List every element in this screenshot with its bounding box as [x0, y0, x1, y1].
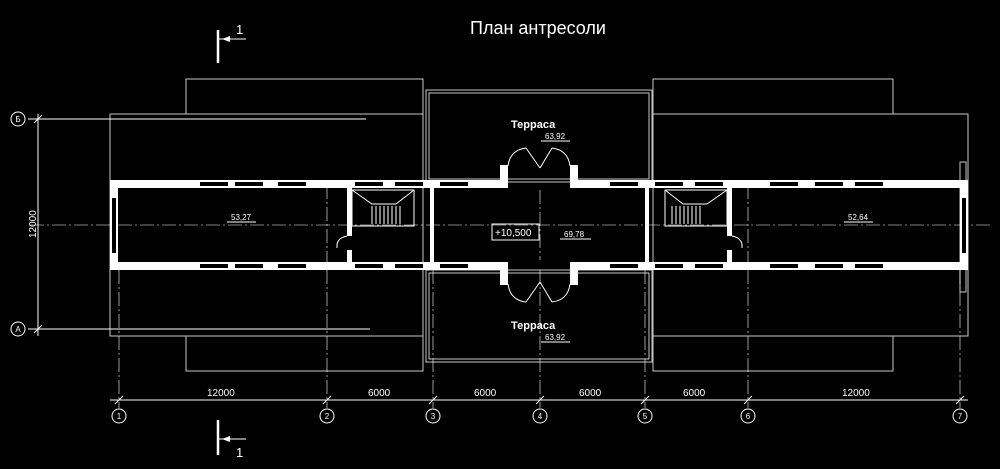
section-mark-top-label: 1 — [236, 22, 243, 37]
terrace-top-area: 63,92 — [545, 132, 566, 141]
level-mark-value: +10,500 — [495, 228, 532, 239]
axis-label-2: 2 — [325, 412, 330, 421]
stair-left — [351, 189, 415, 227]
axis-label-7: 7 — [958, 412, 963, 421]
area-center-hall: 69,78 — [564, 230, 585, 239]
span-5-6: 6000 — [683, 388, 706, 399]
span-6-7: 12000 — [842, 388, 870, 399]
doors — [336, 147, 743, 303]
section-mark-top: 1 — [216, 22, 246, 63]
windows — [112, 182, 966, 268]
stair-right — [664, 189, 728, 227]
dimension-chain: 12000 6000 6000 6000 6000 12000 — [110, 388, 968, 405]
section-mark-bottom: 1 — [216, 420, 246, 460]
axis-label-a: А — [15, 325, 21, 334]
vertical-axes: 1 2 3 4 5 6 7 — [111, 185, 968, 424]
axis-label-1: 1 — [117, 412, 122, 421]
terrace-top-label: Терраса — [511, 119, 556, 131]
terrace-bottom-area: 63,92 — [545, 333, 566, 342]
area-right-hall: 52,64 — [848, 213, 869, 222]
section-mark-bottom-label: 1 — [236, 445, 243, 460]
span-4-5: 6000 — [579, 388, 602, 399]
axis-label-6: 6 — [746, 412, 751, 421]
horizontal-axes: Б А 12000 — [10, 111, 990, 337]
level-mark: +10,500 — [491, 223, 540, 241]
axis-label-b: Б — [15, 115, 20, 124]
axis-marker-b — [10, 111, 26, 127]
axis-marker-a — [10, 321, 26, 337]
area-left-hall: 53,27 — [231, 213, 252, 222]
axis-label-3: 3 — [431, 412, 436, 421]
axis-label-5: 5 — [643, 412, 648, 421]
span-2-3: 6000 — [368, 388, 391, 399]
terrace-bottom-label: Терраса — [511, 320, 556, 332]
drawing-title: План антресоли — [470, 18, 606, 38]
span-3-4: 6000 — [474, 388, 497, 399]
overall-height-dimension: 12000 — [28, 210, 39, 238]
span-1-2: 12000 — [207, 388, 235, 399]
axis-label-4: 4 — [538, 412, 543, 421]
